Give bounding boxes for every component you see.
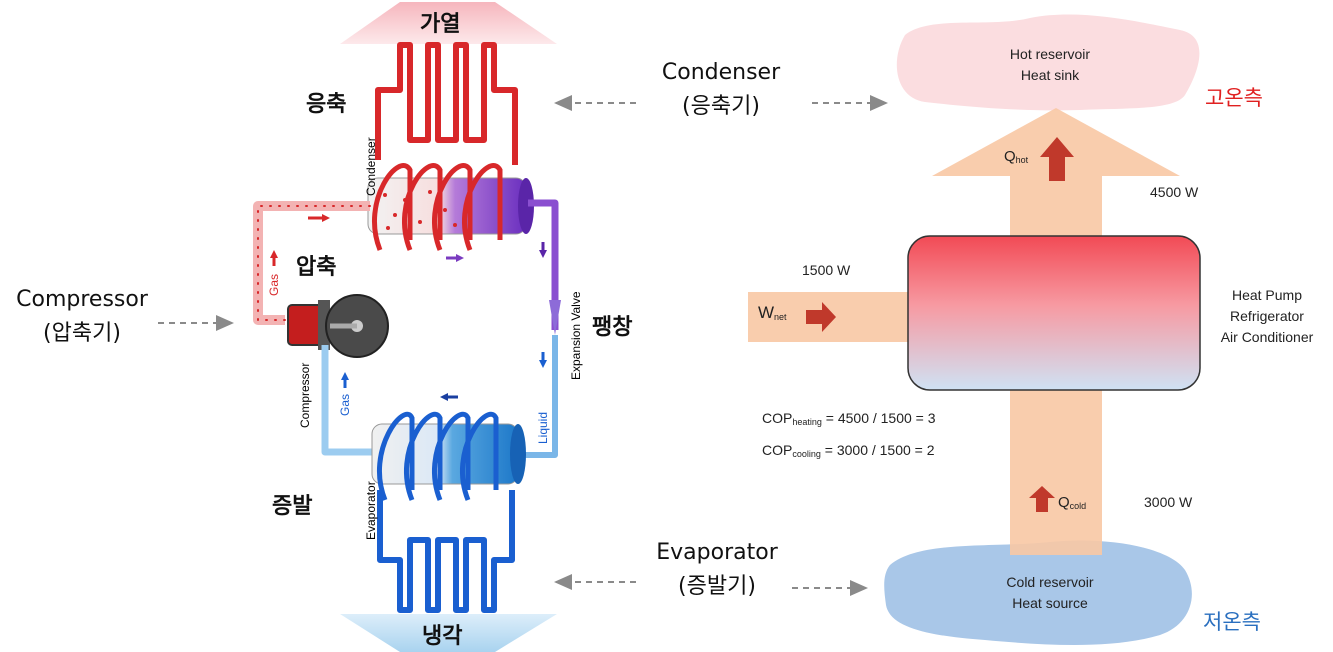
- condenser-serpentine-pipe: [375, 42, 518, 165]
- compressor-english: Compressor: [16, 287, 148, 312]
- cop-heating-subscript: heating: [792, 417, 822, 427]
- heating-label: 가열: [420, 12, 461, 37]
- cooling-label: 냉각: [422, 624, 463, 649]
- cold-reservoir-line2: Heat source: [1012, 595, 1088, 611]
- cold-reservoir-label: Cold reservoir Heat source: [985, 572, 1115, 614]
- q-hot-symbol: Q: [1004, 148, 1016, 165]
- cop-cooling-subscript: cooling: [792, 449, 821, 459]
- expansion-valve-vertical-label: Expansion Valve: [569, 291, 583, 381]
- w-net-symbol: W: [758, 303, 775, 322]
- heat-absorb-arrow: [340, 614, 557, 652]
- q-hot-value: 4500 W: [1150, 184, 1199, 200]
- q-cold-symbol: Q: [1058, 494, 1070, 511]
- device-refrigerator: Refrigerator: [1230, 308, 1304, 324]
- device-type-label: Heat Pump Refrigerator Air Conditioner: [1202, 285, 1332, 348]
- q-hot-label: Qhot: [1004, 148, 1028, 165]
- heat-release-arrow: [340, 2, 557, 44]
- cold-reservoir-cloud: [884, 540, 1192, 645]
- w-net-red-arrow: [806, 302, 836, 332]
- cop-heating-symbol: COP: [762, 410, 793, 426]
- heat-pump-box: [907, 235, 1201, 391]
- evaporator-english: Evaporator: [656, 540, 778, 565]
- q-cold-value: 3000 W: [1144, 494, 1193, 510]
- cop-cooling-symbol: COP: [762, 442, 793, 458]
- high-temp-side-label: 고온측: [1205, 86, 1263, 110]
- condenser-coils: [372, 163, 503, 251]
- evaporator-vertical-label: Evaporator: [364, 481, 378, 540]
- hot-reservoir-line2: Heat sink: [1020, 67, 1080, 83]
- q-cold-subscript: cold: [1069, 501, 1087, 511]
- hot-reservoir-cloud: [896, 14, 1200, 111]
- compression-label: 압축: [296, 255, 337, 280]
- expansion-label: 팽창: [592, 315, 633, 340]
- hot-reservoir-line1: Hot reservoir: [1009, 46, 1091, 62]
- condensation-label: 응축: [306, 92, 347, 117]
- expansion-valve: [549, 300, 561, 335]
- w-net-label: Wnet: [758, 303, 787, 323]
- pointer-arrows: [158, 95, 888, 596]
- hot-reservoir-label: Hot reservoir Heat sink: [985, 44, 1115, 86]
- refrigeration-cycle-illustration: [253, 2, 561, 652]
- q-cold-red-arrow: [1029, 486, 1055, 512]
- cop-heating-expression: = 4500 / 1500 = 3: [821, 410, 936, 426]
- flow-arrows: [270, 214, 547, 401]
- compressor-name-block: Compressor (압축기): [2, 283, 162, 351]
- q-hot-red-arrow: [1040, 137, 1074, 181]
- gas-bottom-label: Gas: [338, 393, 352, 416]
- suction-gas-pipe: [321, 345, 372, 456]
- cop-cooling-formula: COPcooling = 3000 / 1500 = 2: [762, 442, 935, 459]
- cold-reservoir-line1: Cold reservoir: [1006, 574, 1094, 590]
- device-air-conditioner: Air Conditioner: [1220, 329, 1314, 345]
- evaporator-serpentine-pipe: [377, 490, 515, 613]
- condenser-name-block: Condenser (응축기): [646, 56, 796, 124]
- cop-heating-formula: COPheating = 4500 / 1500 = 3: [762, 410, 936, 427]
- q-hot-subscript: hot: [1015, 155, 1029, 165]
- w-net-value: 1500 W: [802, 262, 851, 278]
- q-cold-label: Qcold: [1058, 494, 1086, 511]
- low-temp-side-label: 저온측: [1203, 610, 1261, 634]
- condenser-english: Condenser: [661, 60, 781, 85]
- w-net-subscript: net: [774, 312, 787, 322]
- condenser-korean: (응축기): [682, 94, 760, 119]
- condenser-vertical-label: Condenser: [364, 137, 378, 196]
- compressor-vertical-label: Compressor: [298, 362, 312, 428]
- cop-cooling-expression: = 3000 / 1500 = 2: [820, 442, 935, 458]
- device-heat-pump: Heat Pump: [1231, 287, 1303, 303]
- evaporation-label: 증발: [272, 494, 313, 519]
- energy-flow-schematic: [748, 14, 1201, 645]
- evaporator-name-block: Evaporator (증발기): [642, 536, 792, 604]
- evaporator-korean: (증발기): [678, 574, 756, 599]
- compressor-korean: (압축기): [43, 321, 121, 346]
- liquid-label: Liquid: [536, 411, 550, 444]
- gas-top-label: Gas: [267, 273, 281, 296]
- evaporator-coils: [377, 411, 499, 501]
